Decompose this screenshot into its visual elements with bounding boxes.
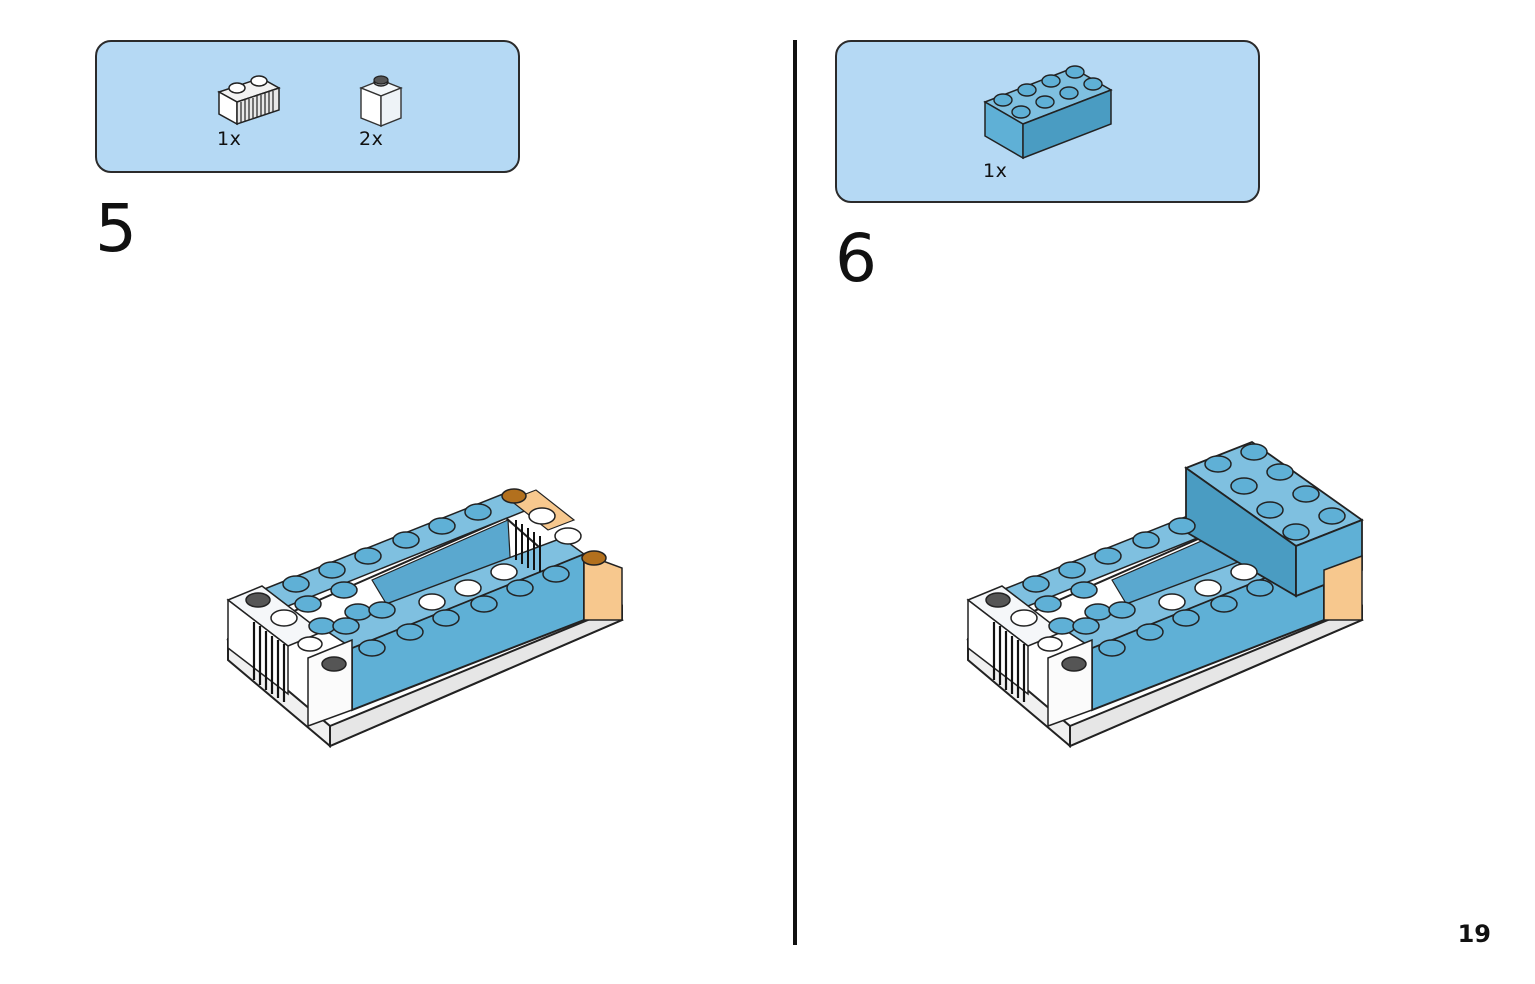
step-number-6: 6	[835, 220, 877, 297]
step-5-assembly-illustration	[222, 480, 632, 754]
step-6-assembly-illustration	[962, 436, 1372, 754]
page-divider	[793, 40, 797, 945]
clear-brick-1x1-icon	[357, 72, 405, 130]
step-5-part-2-quantity: 2x	[359, 128, 384, 150]
step-6-parts-box: 1x	[835, 40, 1260, 203]
step-6-part-1-quantity: 1x	[983, 160, 1008, 182]
blue-brick-2x4-icon	[981, 62, 1115, 162]
step-5-part-1-quantity: 1x	[217, 128, 242, 150]
step-5-parts-box: 1x 2x	[95, 40, 520, 173]
step-number-5: 5	[95, 190, 137, 267]
white-grille-brick-1x2-icon	[215, 64, 285, 126]
page-number: 19	[1457, 920, 1491, 948]
